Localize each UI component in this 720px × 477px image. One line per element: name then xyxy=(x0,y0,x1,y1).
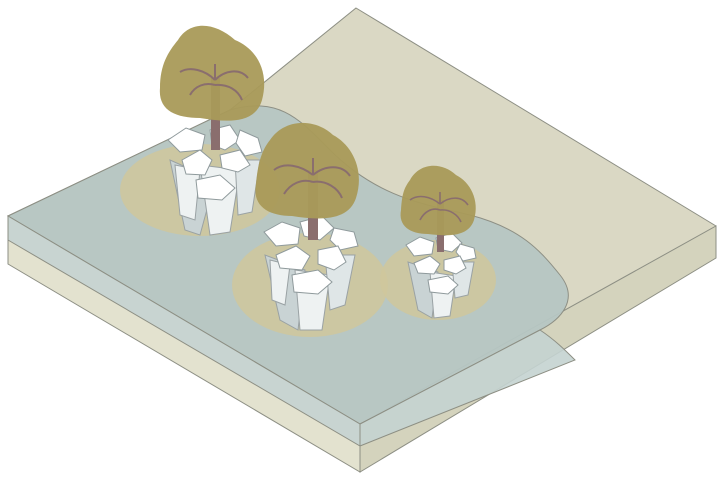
tree-canopy xyxy=(160,26,264,121)
